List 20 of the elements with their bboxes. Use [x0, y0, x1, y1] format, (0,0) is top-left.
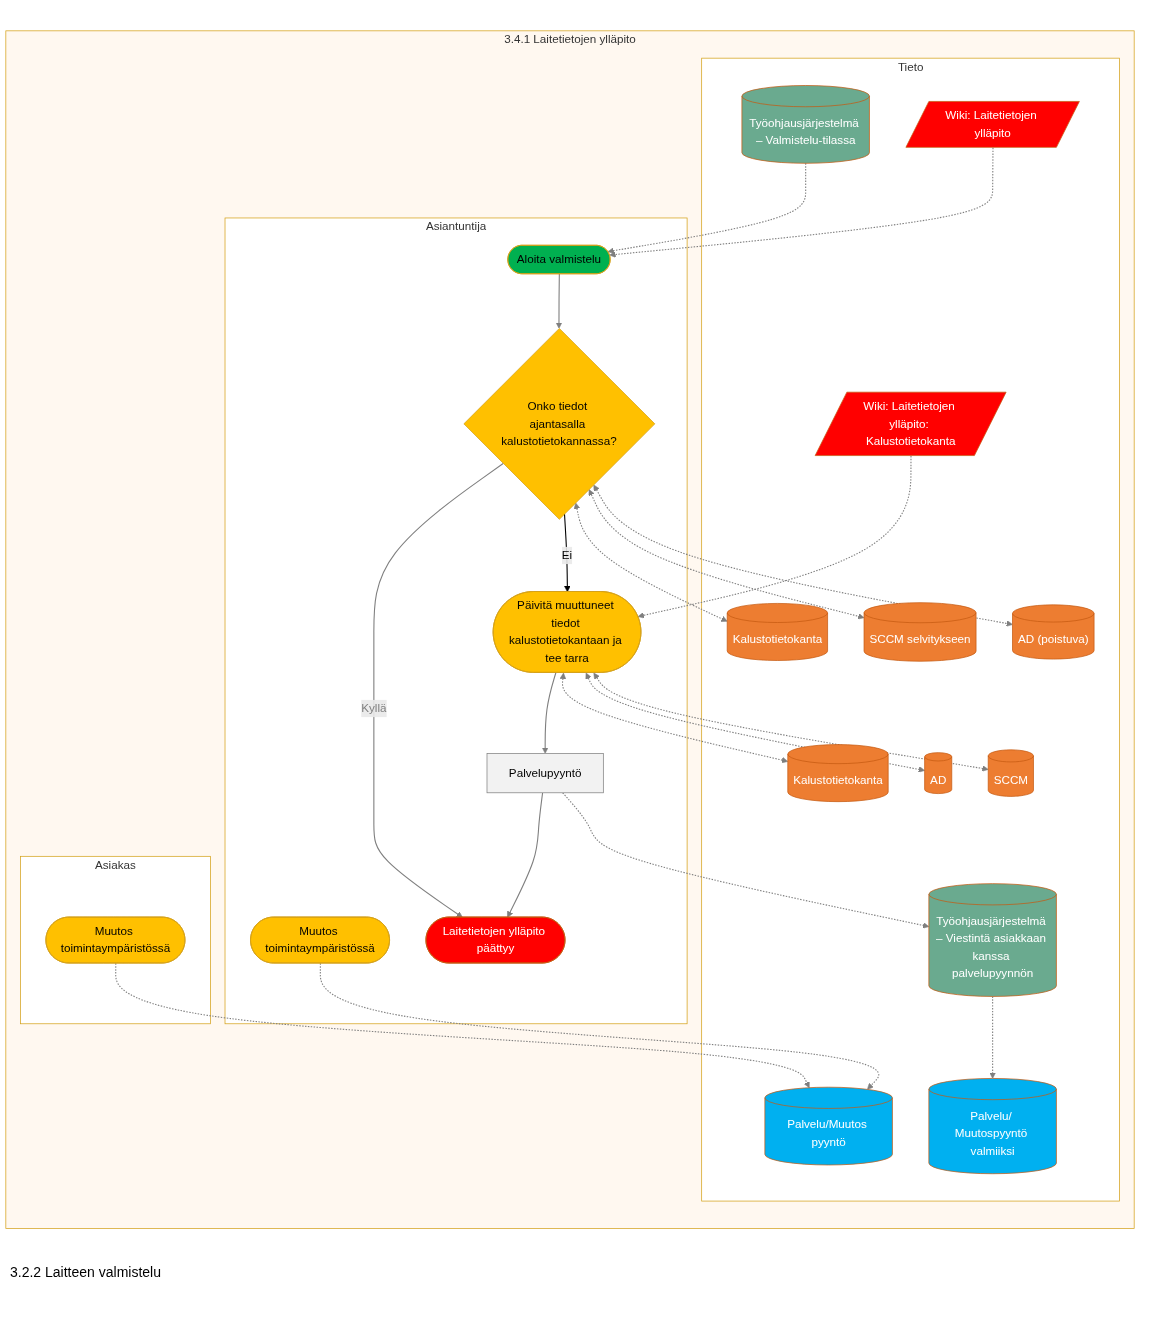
arrow: [607, 163, 807, 255]
arrow: [555, 273, 563, 330]
arrow: [989, 996, 996, 1080]
node-diamond: Onko tiedot ajantasalla kalustotietokannassa?: [463, 328, 656, 521]
arrow: [563, 513, 571, 593]
arrow: [541, 672, 557, 755]
arrow: [507, 792, 544, 919]
arrow: [319, 963, 880, 1091]
arrow: [609, 147, 994, 259]
arrow: [588, 489, 865, 620]
note-text: 3.2.2 Laitteen valmistelu: [10, 1264, 162, 1280]
node-box: Palvelupyyntö: [486, 753, 604, 794]
arrow: [562, 792, 930, 929]
edge-label: Kyllä: [361, 702, 387, 715]
arrow: [373, 463, 504, 919]
edge-label: Ei: [561, 549, 573, 562]
arrow: [115, 963, 810, 1089]
arrow: [559, 673, 789, 764]
arrow: [573, 503, 728, 623]
arrow: [637, 455, 912, 619]
